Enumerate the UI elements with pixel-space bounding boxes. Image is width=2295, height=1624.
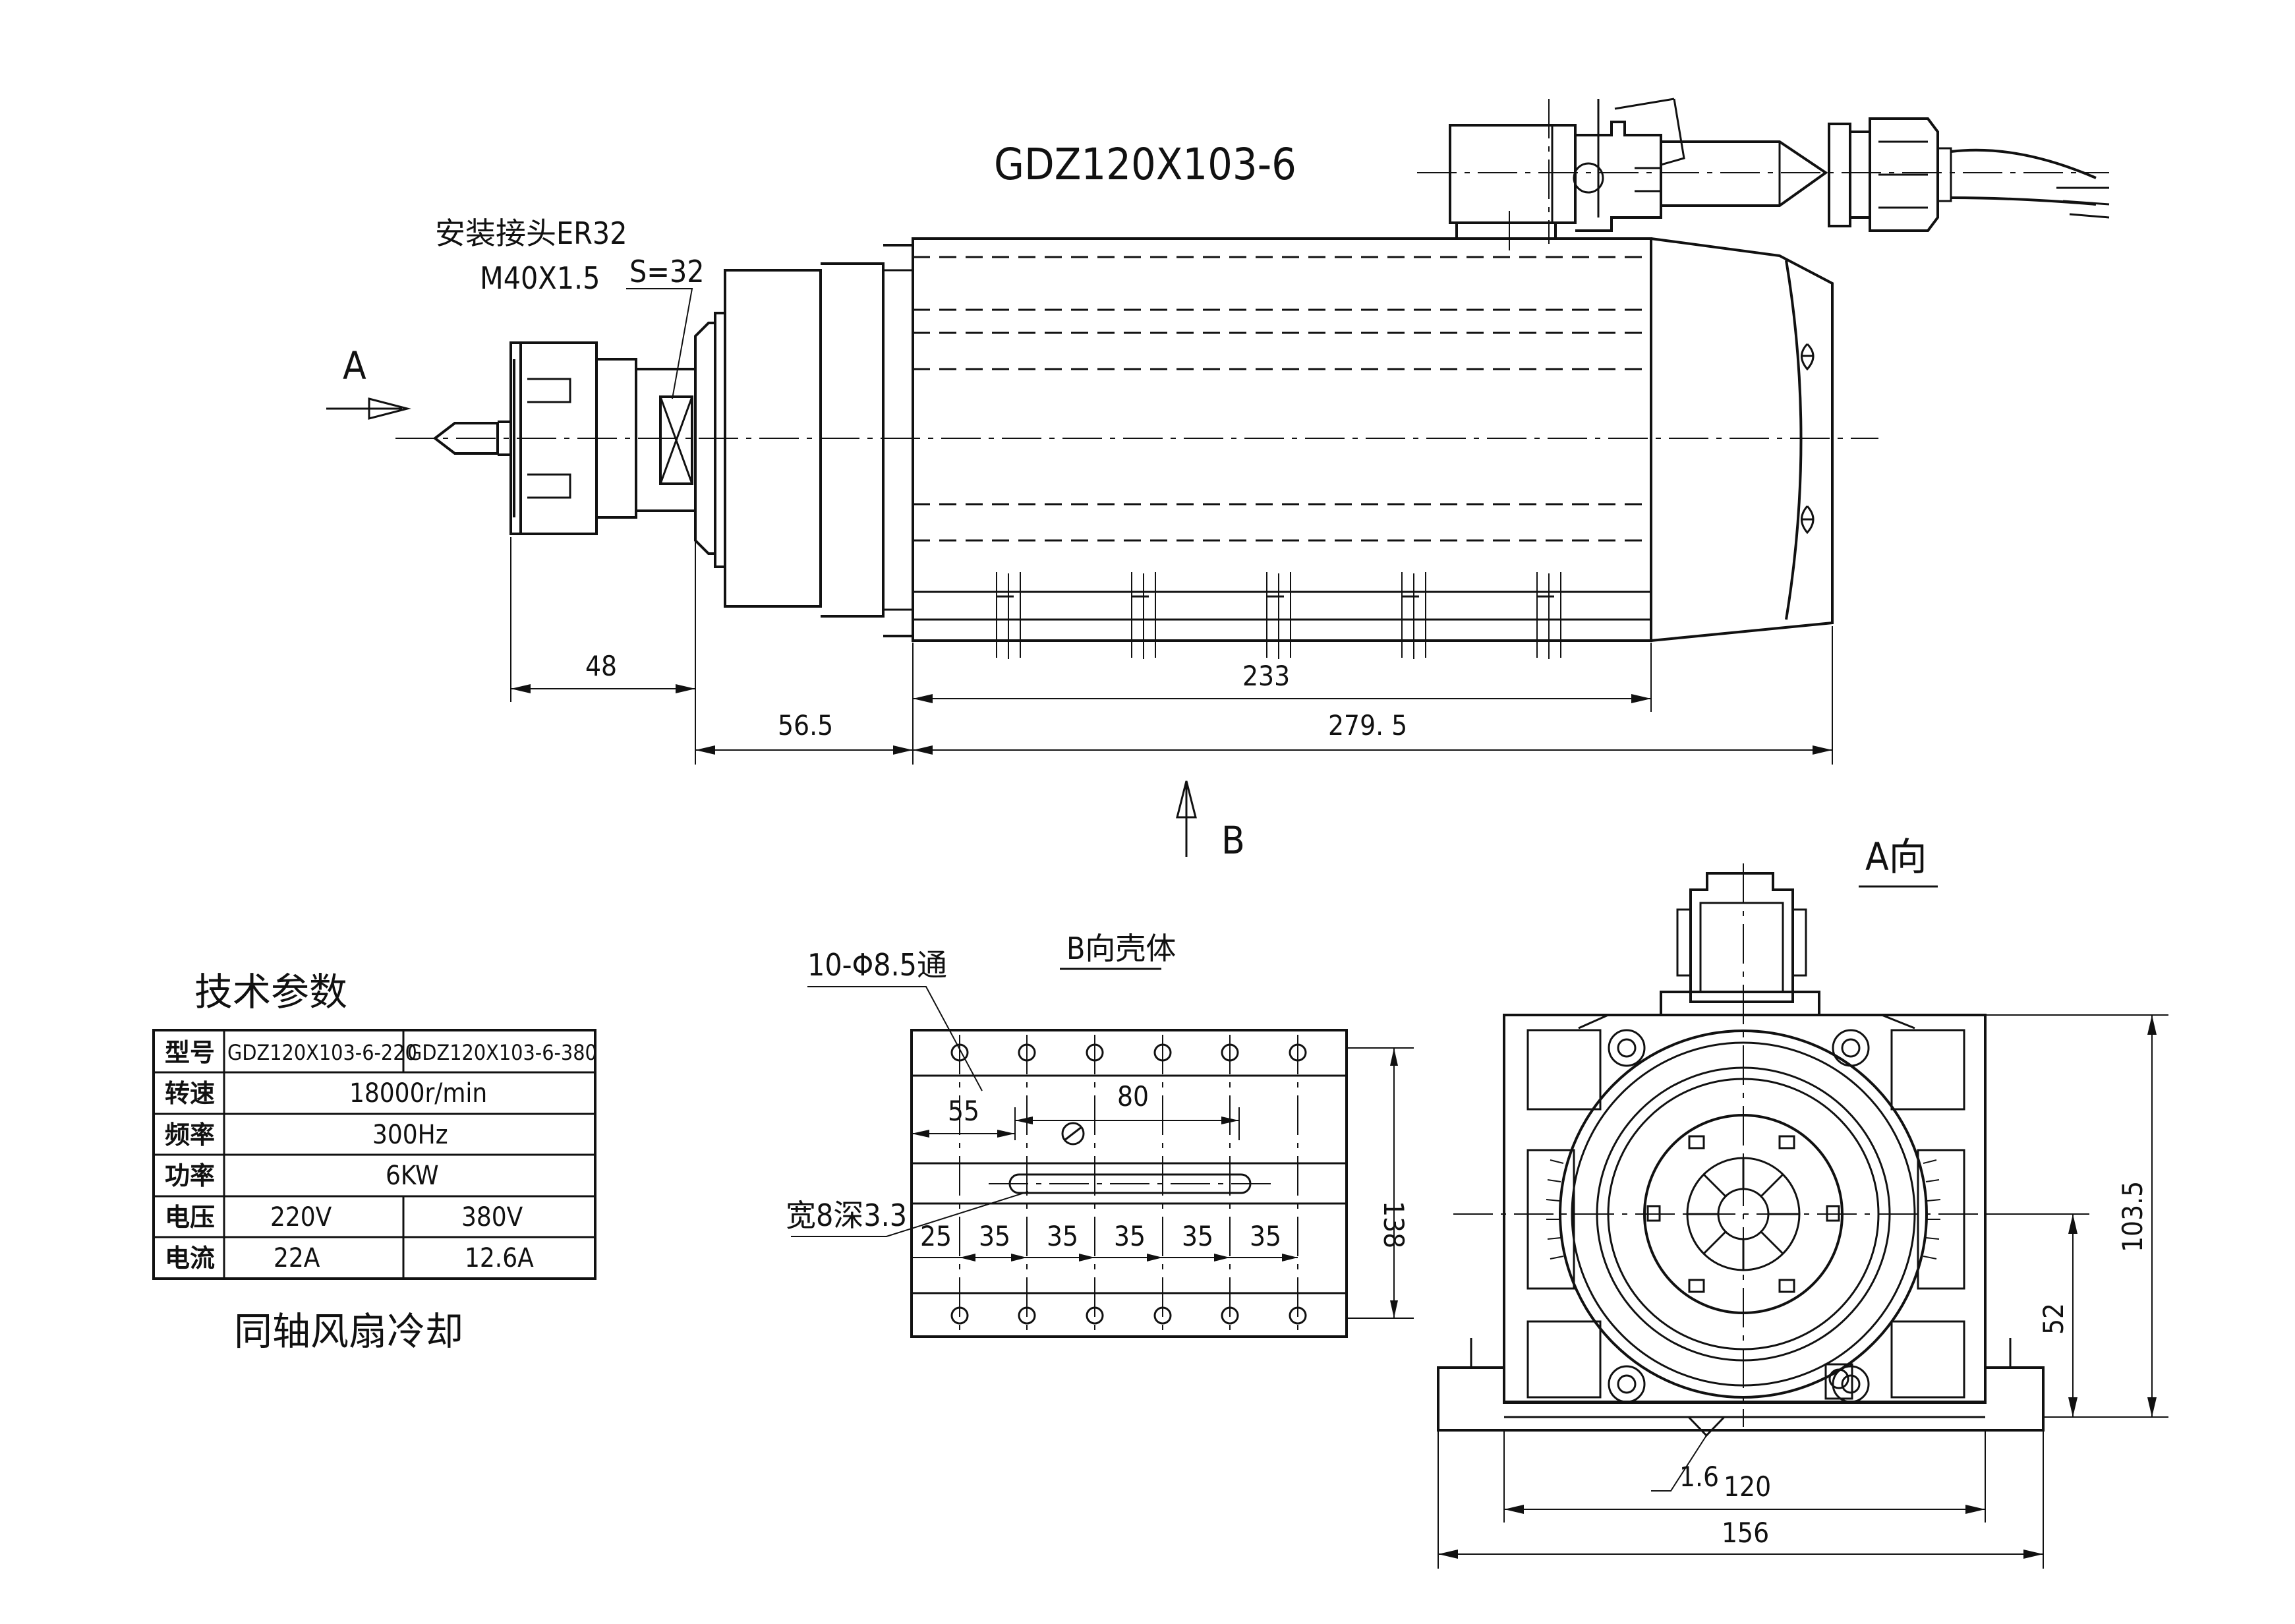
a-view: A向 <box>1437 834 2168 1569</box>
row-speed-value: 18000r/min <box>349 1078 487 1109</box>
dim-279-5-label: 279. 5 <box>1328 709 1407 741</box>
row-current-380: 12.6A <box>465 1243 534 1273</box>
dim-pitch-1: 35 <box>979 1220 1010 1252</box>
dim-56-5-label: 56.5 <box>778 709 833 741</box>
spec-table: 技术参数 型号 GDZ120X103-6-220 GDZ120X103-6-38… <box>152 970 597 1354</box>
row-power-label: 功率 <box>165 1161 215 1190</box>
motor-body <box>912 237 1652 659</box>
thread-label: M40X1.5 <box>480 260 600 296</box>
dim-56-5: 56.5 <box>695 643 914 765</box>
wrench-label: S=32 <box>629 254 705 289</box>
row-voltage-220: 220V <box>270 1202 332 1232</box>
view-arrow-a-label: A <box>343 343 366 388</box>
th-model: 型号 <box>165 1038 215 1067</box>
b-view-holes-bottom <box>950 1306 1307 1325</box>
hole-note: 10-Φ8.5通 <box>807 947 947 983</box>
dim-103-5: 103.5 <box>1985 1014 2168 1418</box>
dim-1-6-label: 1.6 <box>1679 1461 1719 1493</box>
view-arrow-a: A <box>326 343 411 420</box>
dim-80: 80 <box>1014 1080 1240 1140</box>
a-view-title: A向 <box>1865 834 1927 879</box>
dim-80-label: 80 <box>1117 1080 1149 1113</box>
dim-55: 55 <box>912 1095 1015 1138</box>
dim-120-label: 120 <box>1724 1470 1771 1503</box>
dim-120: 120 <box>1503 1430 1986 1522</box>
dim-52-label: 52 <box>2037 1303 2070 1335</box>
spec-table-title: 技术参数 <box>194 970 347 1014</box>
row-speed-label: 转速 <box>165 1079 215 1108</box>
row-voltage-label: 电压 <box>165 1203 215 1232</box>
b-view-holes-top <box>950 1043 1307 1062</box>
dim-138: 138 <box>1347 1047 1414 1319</box>
dim-103-5-label: 103.5 <box>2116 1181 2149 1252</box>
row-voltage-380: 380V <box>461 1202 523 1232</box>
b-view-title: B向壳体 <box>1066 931 1176 966</box>
dim-138-label: 138 <box>1378 1201 1410 1248</box>
roughness-symbol: 1.6 <box>1651 1416 1727 1493</box>
row-freq-label: 频率 <box>165 1120 215 1149</box>
th-model-220: GDZ120X103-6-220 <box>227 1040 417 1065</box>
dim-156-label: 156 <box>1722 1517 1769 1549</box>
connector-box <box>1417 98 2110 254</box>
slot-note: 宽8深3.3 <box>786 1198 907 1233</box>
dim-pitch-row: 25 35 35 35 35 35 <box>912 1220 1298 1262</box>
front-housing <box>724 244 914 637</box>
dim-pitch-5: 35 <box>1250 1220 1281 1252</box>
dim-52: 52 <box>1985 1213 2089 1417</box>
view-arrow-b-label: B <box>1221 818 1245 863</box>
row-power-value: 6KW <box>386 1161 439 1191</box>
dim-pitch-3: 35 <box>1114 1220 1146 1252</box>
cooling-note: 同轴风扇冷却 <box>234 1309 463 1354</box>
rear-cap <box>1650 237 1834 642</box>
dim-55-label: 55 <box>948 1095 979 1127</box>
row-freq-value: 300Hz <box>372 1120 448 1150</box>
dim-279-5: 279. 5 <box>913 626 1833 765</box>
side-view: A B 安装接头ER32 M40X1.5 S=32 48 56.5 <box>326 98 2110 863</box>
dim-156: 156 <box>1438 1430 2044 1569</box>
th-model-380: GDZ120X103-6-380 <box>407 1040 597 1065</box>
row-current-220: 22A <box>274 1243 320 1273</box>
dim-48-label: 48 <box>585 650 617 682</box>
dim-233: 233 <box>913 643 1652 712</box>
row-current-label: 电流 <box>165 1244 215 1273</box>
collet-nut <box>432 341 637 535</box>
dim-pitch-4: 35 <box>1182 1220 1213 1252</box>
dim-pitch-2: 35 <box>1047 1220 1078 1252</box>
dim-25-label: 25 <box>920 1220 952 1252</box>
view-arrow-b: B <box>1176 780 1245 863</box>
collet-label: 安装接头ER32 <box>435 216 627 251</box>
model-title: GDZ120X103-6 <box>994 139 1296 190</box>
dim-233-label: 233 <box>1242 660 1290 692</box>
dim-48: 48 <box>510 514 696 702</box>
b-view: B向壳体 10-Φ8.5通 <box>786 931 1414 1338</box>
